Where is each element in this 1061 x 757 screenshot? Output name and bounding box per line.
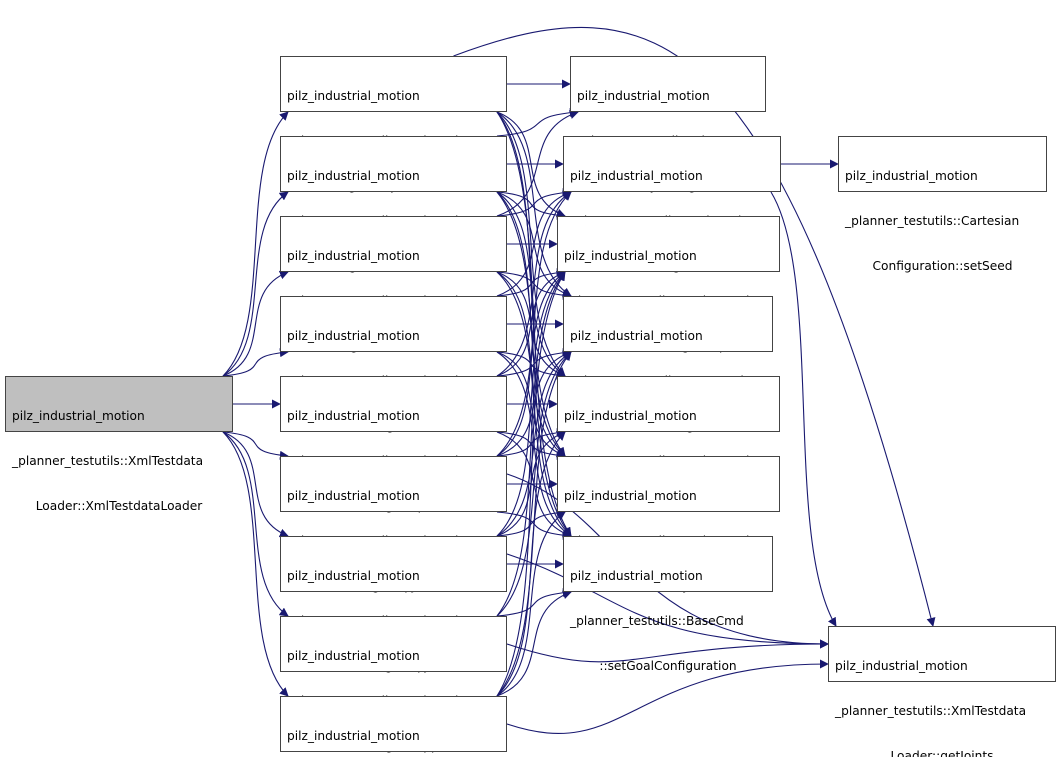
- node-get-ptp-joint[interactable]: pilz_industrial_motion _planner_testutil…: [280, 536, 507, 673]
- edge-getPtpCart-to-setPlanningGroup: [496, 270, 566, 377]
- edge-getCircCartCenterCart-to-setAuxiliaryConfiguration: [496, 110, 579, 217]
- edge-getPtpJoint-to-setVelocityScale: [496, 508, 566, 537]
- node-set-acceleration-scale[interactable]: pilz_industrial_motion _planner_testutil…: [557, 376, 780, 513]
- edge-getPtpJoint-to-getJoints: [506, 553, 829, 649]
- node-get-ptp-joint-cart[interactable]: pilz_industrial_motion _planner_testutil…: [280, 456, 507, 593]
- edge-getLinCart-to-setPlanningGroup: [496, 268, 566, 297]
- node-set-velocity-scale[interactable]: pilz_industrial_motion _planner_testutil…: [557, 456, 780, 593]
- node-get-pose[interactable]: pilz_industrial_motion _planner_testutil…: [563, 136, 781, 273]
- node-set-seed[interactable]: pilz_industrial_motion _planner_testutil…: [838, 136, 1047, 273]
- edge-root-to-getLinJoint: [222, 431, 289, 697]
- edge-root-to-getPtpJoint: [222, 431, 289, 538]
- edge-getLinJoint-to-setAccelerationScale: [496, 431, 566, 697]
- edge-getCircCartCenterCart-to-getPose: [496, 188, 572, 217]
- edge-root-to-getCircJointInterimCart: [222, 111, 289, 377]
- node-set-auxiliary-configuration[interactable]: pilz_industrial_motion _planner_testutil…: [570, 56, 766, 193]
- edge-getPtpCart-to-getPose: [496, 191, 572, 377]
- edge-getGripper-to-getJoints: [506, 639, 829, 663]
- edge-getPtpJointCart-to-getPose: [496, 191, 572, 457]
- edge-getLinJoint-to-setGoalConfiguration: [496, 590, 572, 697]
- edge-getPtpJoint-to-setStartConfiguration: [496, 351, 572, 537]
- edge-getPtpJointCart-to-setPlanningGroup: [496, 271, 566, 457]
- edge-getGripper-to-setStartConfiguration: [496, 351, 572, 617]
- node-set-goal-configuration[interactable]: pilz_industrial_motion _planner_testutil…: [563, 536, 773, 673]
- node-set-start-configuration[interactable]: pilz_industrial_motion _planner_testutil…: [563, 296, 773, 433]
- edge-getPtpJoint-to-setPlanningGroup: [496, 271, 566, 537]
- edge-getCircCartInterimCart-to-setAuxiliaryConfiguration: [496, 108, 579, 137]
- edge-root-to-getCircCartCenterCart: [222, 270, 289, 377]
- edge-getGripper-to-setGoalConfiguration: [496, 588, 572, 617]
- node-get-gripper[interactable]: pilz_industrial_motion _planner_testutil…: [280, 616, 507, 753]
- edge-root-to-getPtpJointCart: [222, 431, 289, 460]
- edge-getLinJoint-to-getJoints: [506, 659, 829, 734]
- edge-getGripper-to-setPlanningGroup: [496, 271, 566, 617]
- node-get-lin-cart[interactable]: pilz_industrial_motion _planner_testutil…: [280, 296, 507, 433]
- edge-getLinJoint-to-setVelocityScale: [496, 511, 566, 697]
- edge-getCircCartInterimCart-to-setPlanningGroup: [496, 191, 566, 220]
- edge-root-to-getGripper: [222, 431, 289, 617]
- edge-root-to-getLinCart: [222, 348, 289, 377]
- node-get-ptp-cart[interactable]: pilz_industrial_motion _planner_testutil…: [280, 376, 507, 513]
- node-xmltestdataloader-constructor: pilz_industrial_motion _planner_testutil…: [5, 376, 233, 513]
- node-get-circ-cart-interim-cart[interactable]: pilz_industrial_motion _planner_testutil…: [280, 136, 507, 273]
- edge-getPose-to-getJoints: [770, 191, 837, 627]
- node-get-lin-joint[interactable]: pilz_industrial_motion _planner_testutil…: [280, 696, 507, 752]
- node-get-joints[interactable]: pilz_industrial_motion _planner_testutil…: [828, 626, 1056, 757]
- edge-getLinCart-to-getPose: [496, 190, 572, 297]
- node-get-circ-cart-center-cart[interactable]: pilz_industrial_motion _planner_testutil…: [280, 216, 507, 353]
- node-set-planning-group[interactable]: pilz_industrial_motion _planner_testutil…: [557, 216, 780, 353]
- edge-getLinJoint-to-setPlanningGroup: [496, 271, 566, 697]
- edge-root-to-getCircCartInterimCart: [222, 191, 289, 377]
- node-get-circ-joint-interim-cart[interactable]: pilz_industrial_motion _planner_testutil…: [280, 56, 507, 193]
- edge-getPtpJointCart-to-setStartConfiguration: [496, 350, 572, 457]
